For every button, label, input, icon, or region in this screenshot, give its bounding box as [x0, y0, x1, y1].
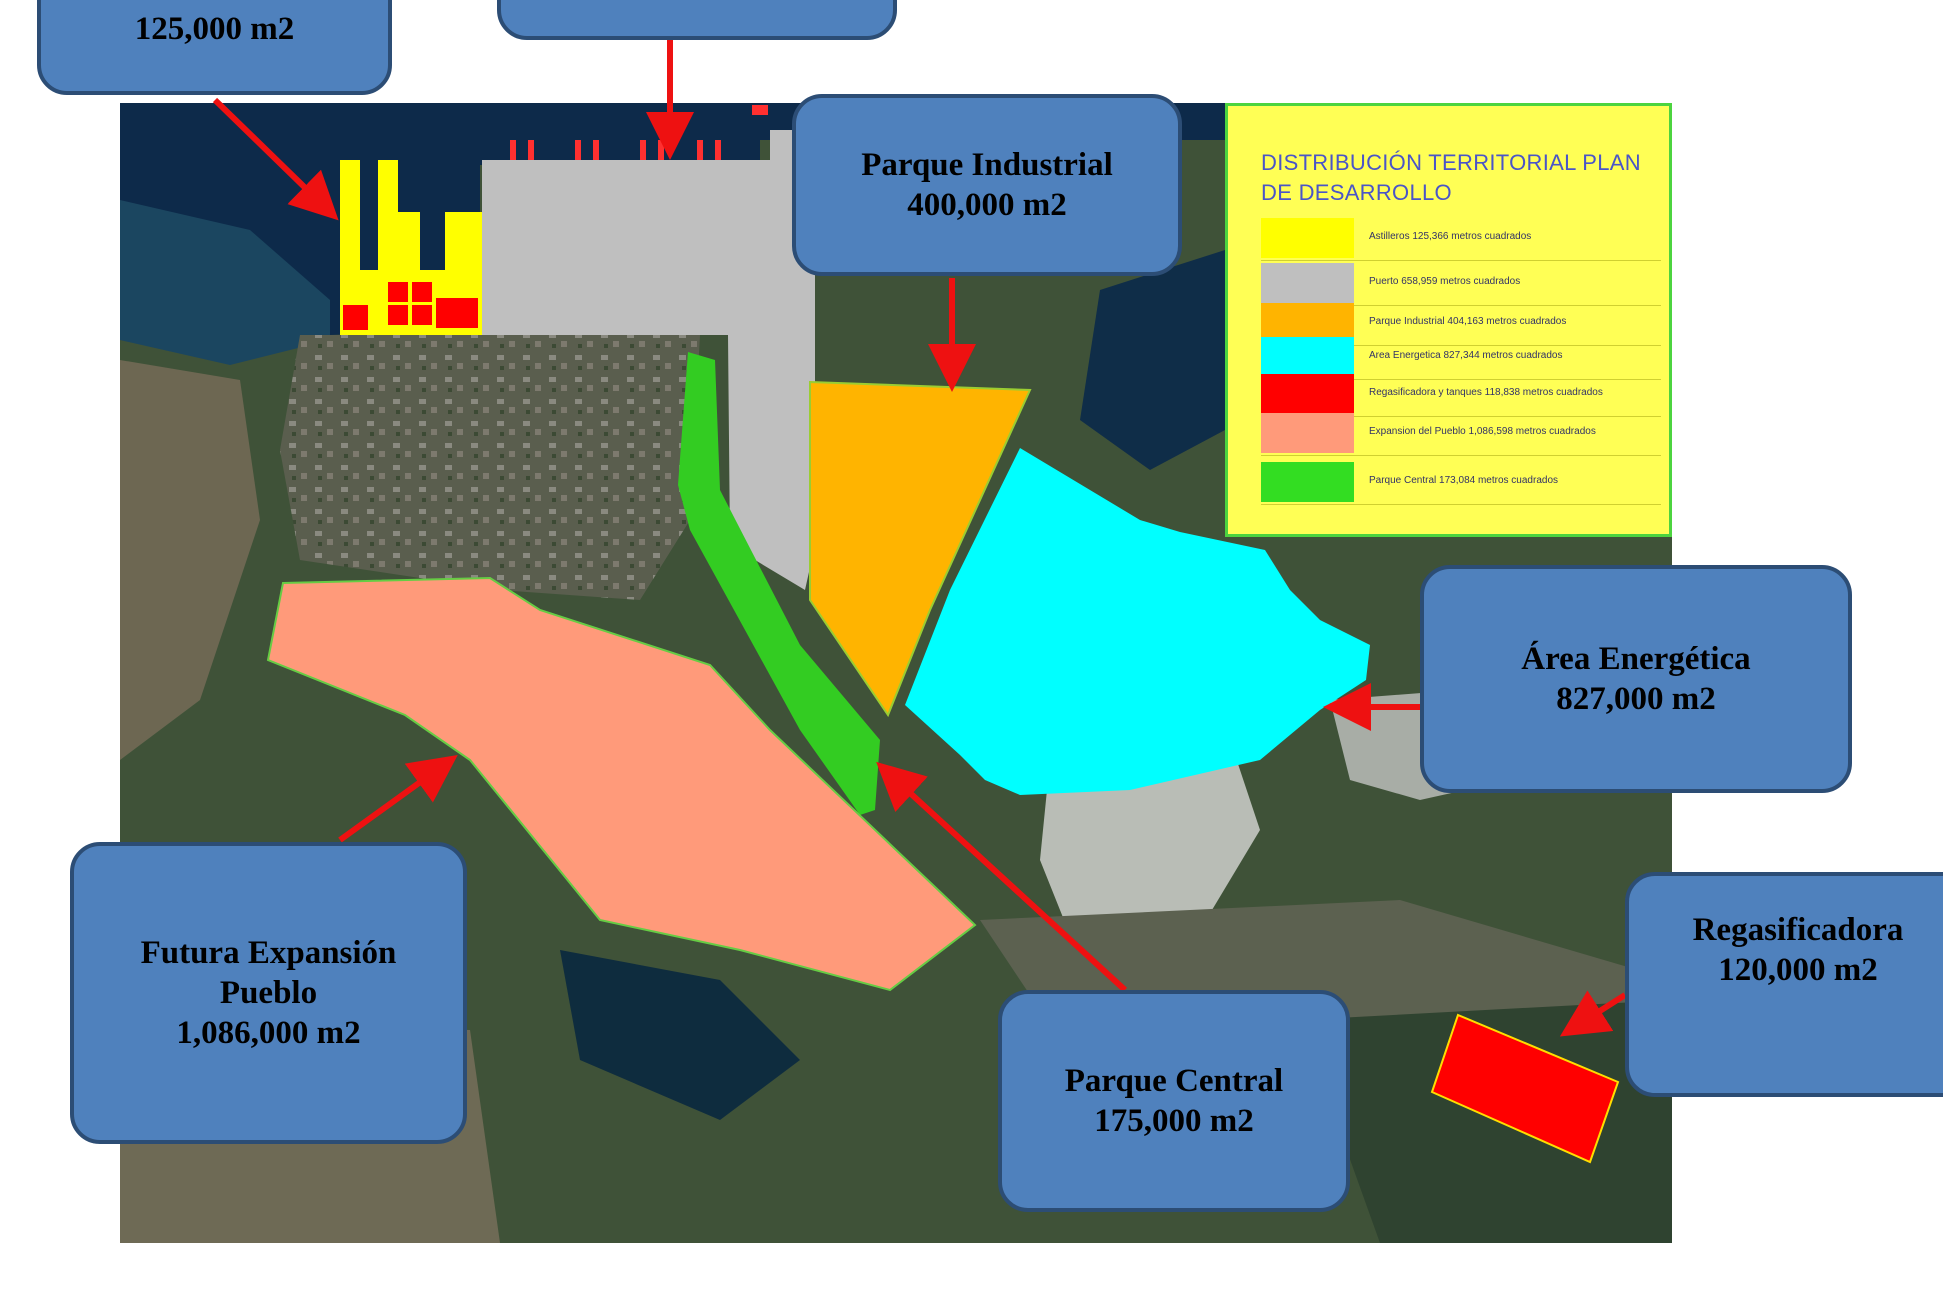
callout-parque-central: Parque Central 175,000 m2 [998, 990, 1350, 1212]
legend-separator [1261, 305, 1661, 306]
callout-parque-industrial-area: 400,000 m2 [907, 187, 1067, 223]
legend-swatch [1261, 303, 1354, 343]
zone-parque-central [678, 352, 880, 815]
legend-item: Parque Central 173,084 metros cuadrados [1261, 462, 1661, 502]
legend-swatch [1261, 462, 1354, 502]
legend-label: Parque Central 173,084 metros cuadrados [1369, 475, 1559, 486]
legend-swatch [1261, 263, 1354, 303]
legend-separator [1261, 455, 1661, 456]
callout-area-energetica-name: Área Energética [1521, 641, 1751, 677]
zone-parque-industrial [809, 380, 1032, 718]
zone-astilleros [340, 160, 482, 335]
arrow-regasificadora [1559, 990, 1627, 1037]
legend-item: Area Energetica 827,344 metros cuadrados [1261, 337, 1661, 377]
legend-label: Area Energetica 827,344 metros cuadrados [1369, 350, 1563, 361]
legend-item: Expansion del Pueblo 1,086,598 metros cu… [1261, 413, 1661, 453]
callout-futura-expansion-line1: Futura Expansión [140, 935, 397, 971]
legend-swatch [1261, 218, 1354, 258]
legend-label: Astilleros 125,366 metros cuadrados [1369, 231, 1532, 242]
legend-swatch [1261, 337, 1354, 377]
legend-item: Astilleros 125,366 metros cuadrados [1261, 218, 1661, 258]
legend-label: Expansion del Pueblo 1,086,598 metros cu… [1369, 426, 1596, 437]
arrow-astilleros [212, 97, 339, 221]
legend-swatch [1261, 374, 1354, 414]
legend-label: Puerto 658,959 metros cuadrados [1369, 276, 1521, 287]
legend-title: DISTRIBUCIÓN TERRITORIAL PLAN DE DESARRO… [1261, 150, 1641, 205]
legend-label: Parque Industrial 404,163 metros cuadrad… [1369, 316, 1567, 327]
legend-item: Regasificadora y tanques 118,838 metros … [1261, 374, 1661, 414]
zone-futura-expansion [266, 576, 977, 992]
callout-astilleros-area: 125,000 m2 [134, 11, 295, 47]
callout-futura-expansion-area: 1,086,000 m2 [176, 1015, 361, 1051]
callout-parque-industrial-name: Parque Industrial [861, 147, 1113, 183]
callout-regasificadora-name: Regasificadora [1692, 911, 1904, 948]
arrow-parque-central [876, 761, 1128, 993]
legend-item: Puerto 658,959 metros cuadrados [1261, 263, 1661, 303]
map-legend: DISTRIBUCIÓN TERRITORIAL PLAN DE DESARRO… [1225, 103, 1672, 537]
legend-swatch [1261, 413, 1354, 453]
callout-parque-central-name: Parque Central [1064, 1063, 1284, 1099]
callout-regasificadora-area: 120,000 m2 [1718, 951, 1878, 988]
legend-separator [1261, 379, 1661, 380]
arrow-futura-expansion [338, 754, 458, 843]
legend-separator [1261, 504, 1661, 505]
callout-astilleros: 125,000 m2 [37, 0, 392, 95]
zone-area-energetica [905, 448, 1370, 795]
callout-futura-expansion-line2: Pueblo [219, 975, 318, 1011]
callout-parque-industrial: Parque Industrial 400,000 m2 [792, 94, 1182, 276]
legend-item: Parque Industrial 404,163 metros cuadrad… [1261, 303, 1661, 343]
callout-puerto [497, 0, 897, 40]
legend-separator [1261, 260, 1661, 261]
zone-puerto [482, 130, 815, 590]
callout-parque-central-area: 175,000 m2 [1094, 1103, 1254, 1139]
arrows [212, 40, 1627, 1037]
legend-label: Regasificadora y tanques 118,838 metros … [1369, 387, 1603, 398]
callout-area-energetica-area: 827,000 m2 [1556, 681, 1716, 717]
callout-futura-expansion: Futura Expansión Pueblo 1,086,000 m2 [70, 842, 467, 1144]
astilleros-buildings [343, 282, 478, 330]
callout-regasificadora: Regasificadora 120,000 m2 [1625, 872, 1943, 1097]
zone-regasificadora [1430, 1013, 1620, 1164]
callout-area-energetica: Área Energética 827,000 m2 [1420, 565, 1852, 793]
legend-separator [1261, 345, 1661, 346]
legend-separator [1261, 416, 1661, 417]
